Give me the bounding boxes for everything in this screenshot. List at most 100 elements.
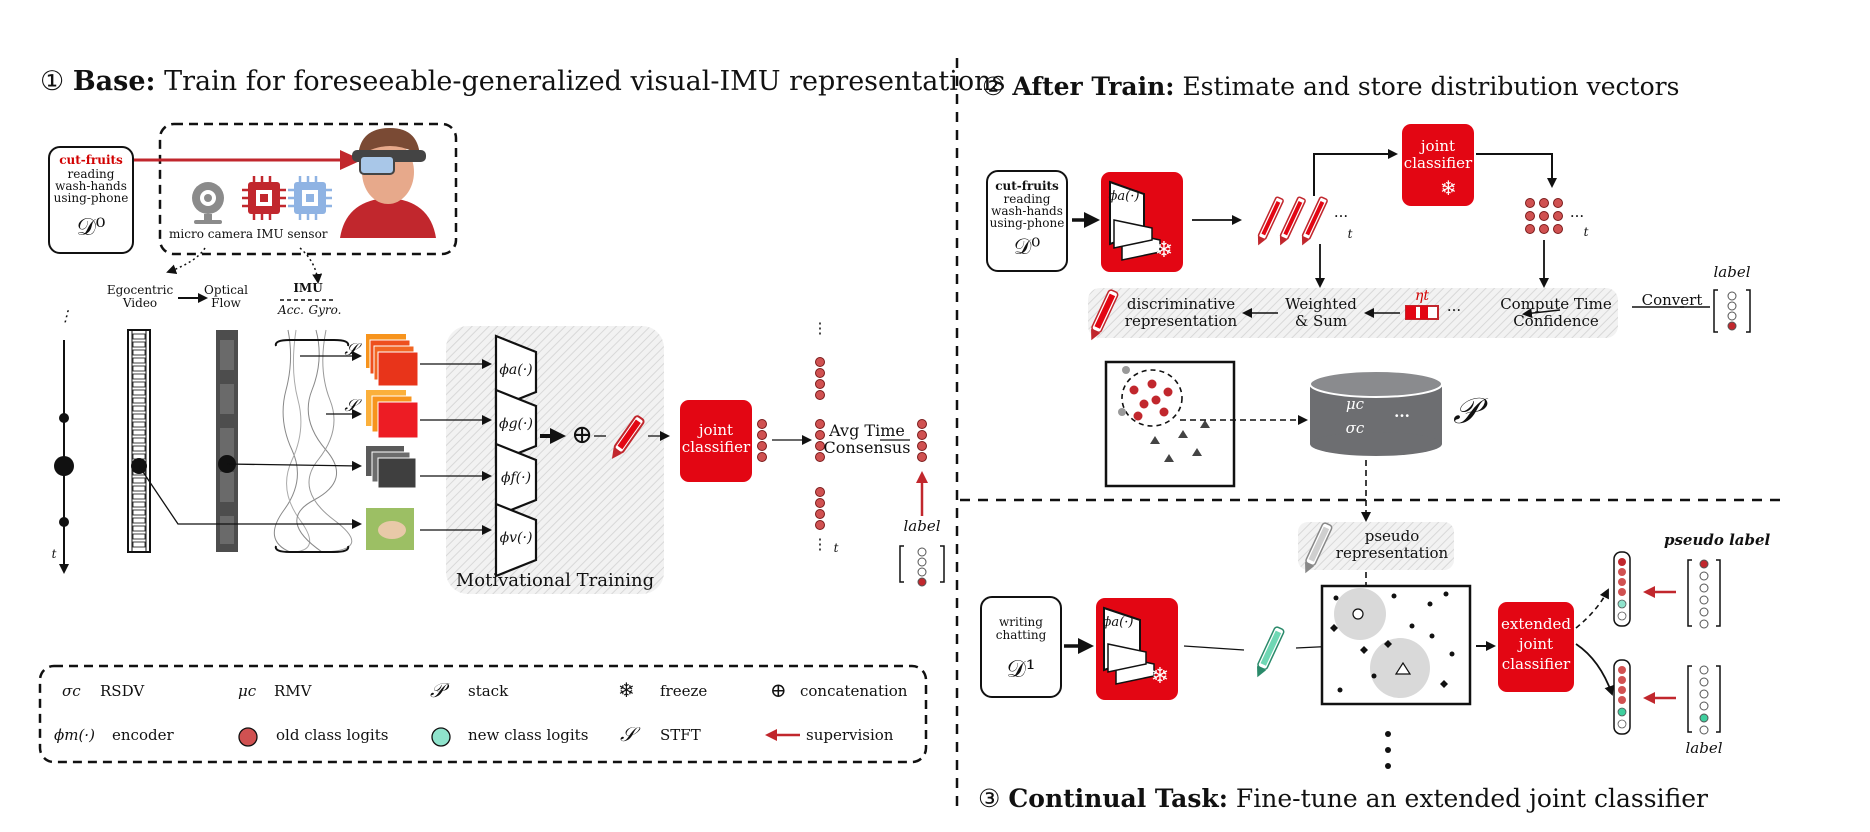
panel3-title-bold: Continual Task: [1008, 784, 1228, 813]
representation-icon [611, 415, 645, 459]
acc-label: Acc. [278, 303, 304, 317]
weighted-sum-label: Weighted & Sum [1285, 295, 1357, 330]
dataset-p3-symbol: 𝒟¹ [1006, 655, 1036, 683]
encoder-video: ϕv(·) [499, 530, 533, 546]
panel1-title-bold: Base: [72, 66, 156, 97]
pseudo-pen-icon [1305, 522, 1333, 574]
dataset-box-p1: cut-fruits reading wash-hands using-phon… [48, 146, 134, 254]
freeze-icon-p2: ❄ [1154, 238, 1174, 263]
legend-stft-text: STFT [660, 726, 701, 744]
video-frame [366, 508, 414, 550]
film-frame [132, 413, 146, 420]
joint-classifier-p2-label: joint classifier [1403, 137, 1473, 172]
new-representation-pen-icon [1257, 626, 1285, 678]
film-frame [132, 429, 146, 436]
eta-ellipsis: ··· [1446, 301, 1462, 319]
film-frame [132, 397, 146, 404]
dataset-p3-item: chatting [995, 628, 1047, 642]
legend-box [38, 664, 928, 764]
dataset-p2-item: wash-hands [991, 204, 1063, 218]
pseudo-label-vector [1687, 559, 1721, 629]
legend-new-logits-text: new class logits [468, 726, 589, 744]
motivational-training-label: Motivational Training [455, 570, 655, 591]
imu-label: IMU [293, 281, 323, 295]
discriminative-representation-label: discriminative representation [1124, 295, 1238, 330]
pens-time-label: t [1347, 227, 1353, 241]
freeze-icon-p3: ❄ [1150, 664, 1170, 689]
egocentric-video-label: Egocentric Video [106, 283, 174, 310]
dataset-box-p2: cut-fruits reading wash-hands using-phon… [986, 170, 1068, 272]
freeze-icon-classifier-p2: ❄ [1440, 176, 1457, 200]
dataset-p1-item: reading [67, 167, 115, 181]
output-logits-pseudo [1613, 551, 1631, 627]
eta-label: ηt [1414, 288, 1429, 304]
film-frame [132, 333, 146, 340]
panel3-title: ③ Continual Task: Fine-tune an extended … [978, 784, 1708, 813]
dataset-p1-first: cut-fruits [59, 153, 123, 167]
film-frame [132, 405, 146, 412]
legend-concat-symbol: ⊕ [770, 678, 787, 702]
film-frame [132, 357, 146, 364]
film-frame [132, 517, 146, 524]
encoders [494, 334, 538, 578]
label-text-p2: label [1713, 263, 1751, 281]
panel3-number: ③ [978, 784, 1001, 813]
dataset-p3-item: writing [999, 615, 1043, 629]
dataset-p1-item: wash-hands [55, 179, 127, 193]
spectrogram-acc [366, 334, 419, 387]
logits-ellipsis: ··· [1569, 207, 1585, 225]
spectrogram-gyro [366, 390, 419, 439]
pens-ellipsis: ··· [1333, 207, 1349, 225]
label-text-p3: label [1685, 739, 1723, 757]
encoder-acc: ϕa(·) [499, 362, 533, 378]
label-vector-3 [1687, 665, 1721, 735]
film-frame [132, 421, 146, 428]
temporal-logits [815, 357, 825, 530]
panel1-title: ① Base: Train for foreseeable-generalize… [40, 66, 1005, 97]
legend-stack-symbol: 𝒫 [430, 678, 445, 702]
camera-icon [192, 182, 224, 224]
film-frame [132, 381, 146, 388]
class-points-p2 [1129, 379, 1173, 421]
motivational-training-area [446, 326, 664, 594]
joint-classifier-p2: joint classifier ❄ [1402, 124, 1474, 206]
film-frame [132, 349, 146, 356]
label-text-p1: label [903, 517, 941, 535]
stack-symbol: 𝒫 [1453, 391, 1479, 432]
logit-dots-top: ⋮ [812, 319, 828, 337]
label-vector-1 [899, 545, 945, 587]
panel2-title-text: Estimate and store distribution vectors [1182, 72, 1680, 101]
panel1-number: ① [40, 66, 65, 97]
logits-grid-p2 [1525, 198, 1563, 234]
mu-label: μc [1345, 395, 1365, 413]
distribution-stack-cylinder [1309, 370, 1443, 456]
film-frame [132, 533, 146, 540]
film-frame [132, 341, 146, 348]
legend-concat-text: concatenation [800, 682, 908, 700]
avg-time-consensus-label: Avg Time Consensus [823, 421, 911, 457]
panel1-title-text: Train for foreseeable-generalized visual… [164, 66, 1006, 97]
dataset-p2-item: reading [1003, 192, 1051, 206]
flow-frames [366, 446, 417, 489]
pseudo-label-text: pseudo label [1664, 531, 1771, 549]
stft-symbol-gyro: 𝒮 [344, 396, 358, 416]
film-frame [132, 541, 146, 548]
encoder-gyro: ϕg(·) [499, 416, 533, 432]
legend-mu-text: RMV [274, 682, 312, 700]
classifier-logits [757, 419, 767, 462]
video-filmstrip [127, 329, 151, 553]
film-frame [132, 365, 146, 372]
dataset-p2-symbol: 𝒟⁰ [1013, 235, 1041, 260]
film-frame [132, 501, 146, 508]
film-frame [132, 477, 146, 484]
encoder-p3-label: ϕa(·) [1102, 615, 1134, 630]
aggregation-band [1088, 288, 1618, 338]
logits-time-label: t [1583, 225, 1589, 239]
concat-symbol: ⊕ [571, 420, 593, 450]
logit-time-label: t [833, 541, 839, 555]
legend-encoder-symbol: ϕm(·) [54, 726, 95, 744]
imu-signals [274, 329, 353, 553]
film-frame [132, 485, 146, 492]
